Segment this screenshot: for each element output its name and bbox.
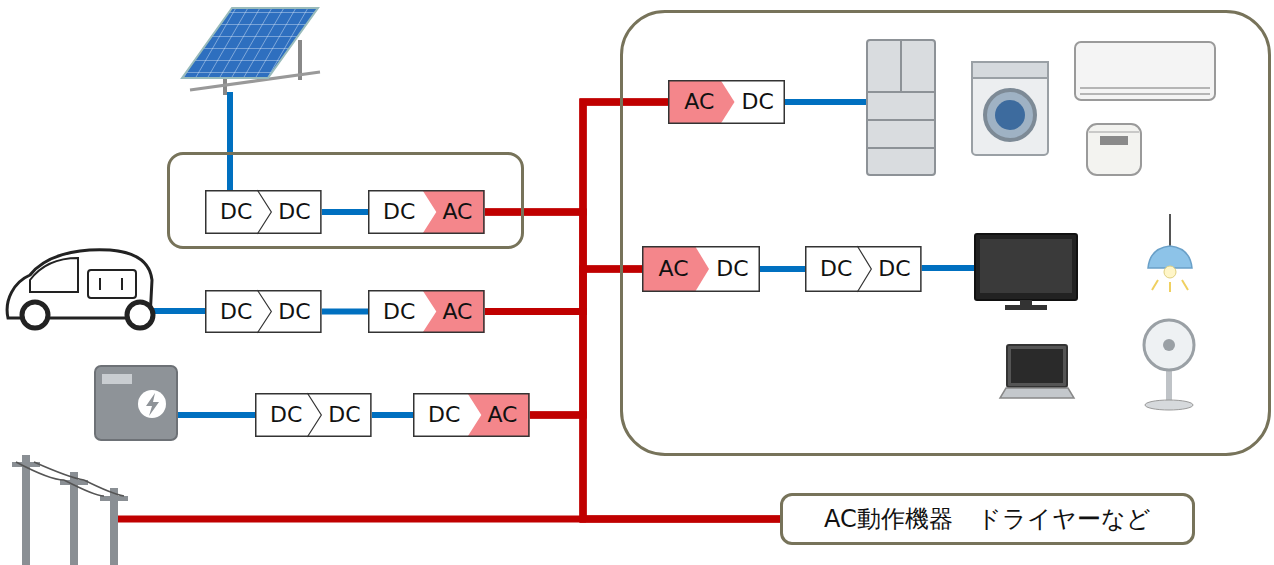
ac-line: [485, 269, 642, 312]
converter-box: AC DC: [642, 246, 760, 292]
air-conditioner: [1075, 42, 1215, 100]
device-label: AC動作機器 ドライヤーなど: [824, 503, 1151, 535]
current-type: DC: [383, 201, 415, 223]
rice-cooker: [1087, 124, 1141, 175]
electric-vehicle: [7, 250, 153, 328]
current-type: DC: [383, 301, 415, 323]
dc-line: [322, 309, 368, 315]
television: [975, 234, 1077, 310]
dc-wire: [920, 265, 976, 271]
washing-machine: [972, 62, 1048, 155]
dc-wire: [785, 99, 866, 105]
current-type: DC: [716, 258, 748, 280]
ac-line: [485, 212, 642, 269]
ceiling-lamp: [1148, 214, 1192, 292]
current-type: AC: [487, 404, 517, 426]
dc-wire: [150, 92, 976, 415]
ac-line: [530, 415, 780, 519]
dc-wire: [227, 92, 233, 190]
converter-box: DC DC: [805, 246, 922, 292]
refrigerator: [867, 40, 935, 175]
converter-box: DC AC: [368, 290, 485, 333]
current-type: AC: [442, 201, 472, 223]
converter-box: DC AC: [368, 190, 485, 234]
grid-wire: [118, 516, 586, 523]
current-type: AC: [658, 258, 688, 280]
current-type: DC: [270, 404, 302, 426]
dc-line: [372, 412, 413, 418]
converter-box: AC DC: [668, 80, 785, 124]
storage-battery: [95, 366, 177, 440]
group-frame: DC DC DC AC: [167, 152, 524, 249]
group-frame: AC DC AC DC DC DC: [620, 10, 1271, 456]
current-type: DC: [220, 301, 252, 323]
dc-wire: [150, 308, 205, 314]
dc-line: [322, 209, 368, 215]
converter-box: DC DC: [205, 290, 322, 333]
current-type: DC: [278, 301, 310, 323]
solar-panel: [182, 8, 320, 95]
current-type: DC: [820, 258, 852, 280]
current-type: DC: [428, 404, 460, 426]
dc-line: [760, 266, 805, 272]
dc-wire: [178, 412, 255, 418]
ac-line: [485, 102, 668, 312]
converter-box: DC DC: [205, 190, 322, 234]
converter-box: DC DC: [255, 393, 372, 437]
utility-pole: [12, 455, 128, 565]
current-type: DC: [742, 91, 774, 113]
current-type: AC: [442, 301, 472, 323]
current-type: DC: [278, 201, 310, 223]
ac-line: [530, 269, 642, 415]
ac-line: [485, 212, 780, 519]
device-box: AC動作機器 ドライヤーなど: [780, 493, 1195, 545]
current-type: DC: [878, 258, 910, 280]
current-type: DC: [220, 201, 252, 223]
converter-box: DC AC: [413, 393, 530, 437]
current-type: AC: [684, 91, 714, 113]
ac-line: [485, 102, 668, 212]
current-type: DC: [328, 404, 360, 426]
laptop: [1000, 345, 1074, 398]
electric-fan: [1144, 320, 1194, 410]
